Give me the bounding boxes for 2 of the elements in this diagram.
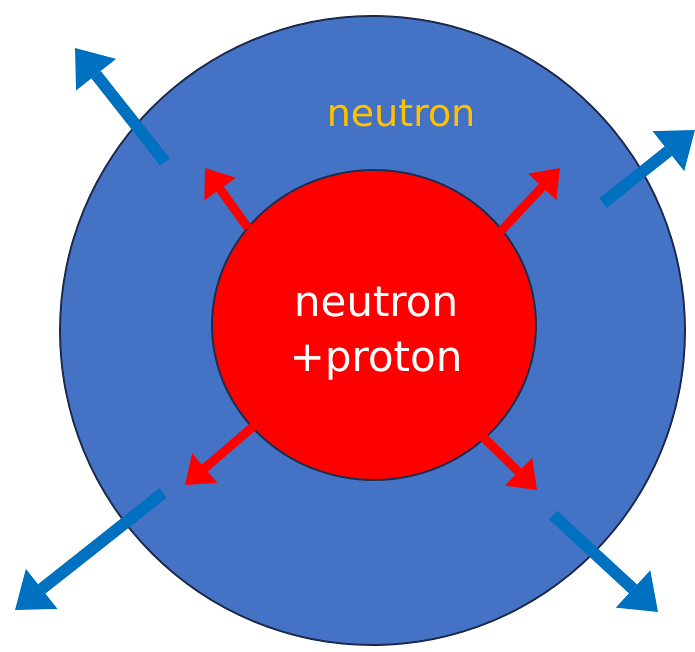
circle-label: neutron +proton (288, 276, 464, 383)
circle-label: neutron (326, 90, 476, 137)
